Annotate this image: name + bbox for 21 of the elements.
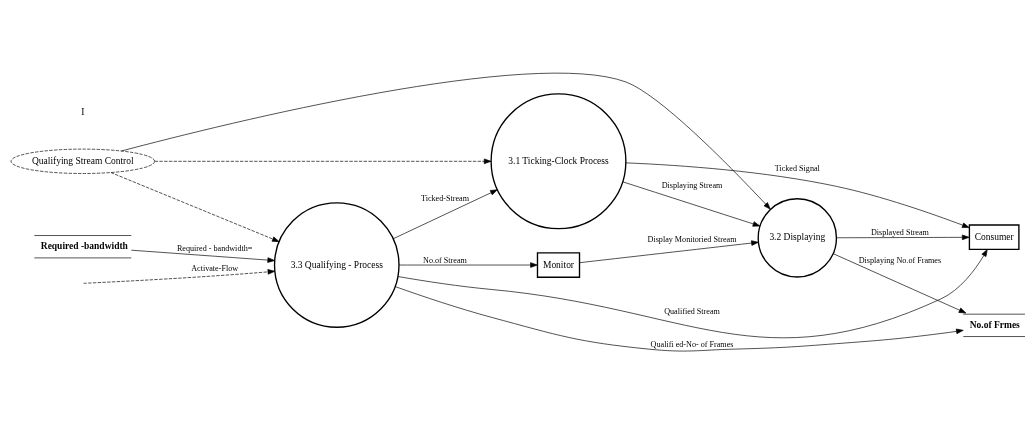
node-box: Consumer [968,223,1020,250]
arrow [833,252,967,313]
node-box: Monitor [536,251,581,278]
label: I [81,106,85,117]
arrow [121,72,771,209]
arrow [110,171,280,242]
arrow [397,248,988,338]
arrow [622,181,761,227]
arrow [579,239,759,263]
arrow [836,234,970,240]
arrow [393,188,498,239]
arrow [394,285,964,351]
node-text: Required -bandwidth [40,240,128,251]
arrow [625,162,970,228]
node-ellipse: Qualifying Stream Control [10,148,155,174]
arrow [154,158,492,164]
node-text: No.of Frmes [969,319,1020,330]
arrow [130,249,275,263]
node-circle: 3.2 Displaying [757,197,838,278]
arrow [398,261,538,268]
arrow [83,268,276,284]
